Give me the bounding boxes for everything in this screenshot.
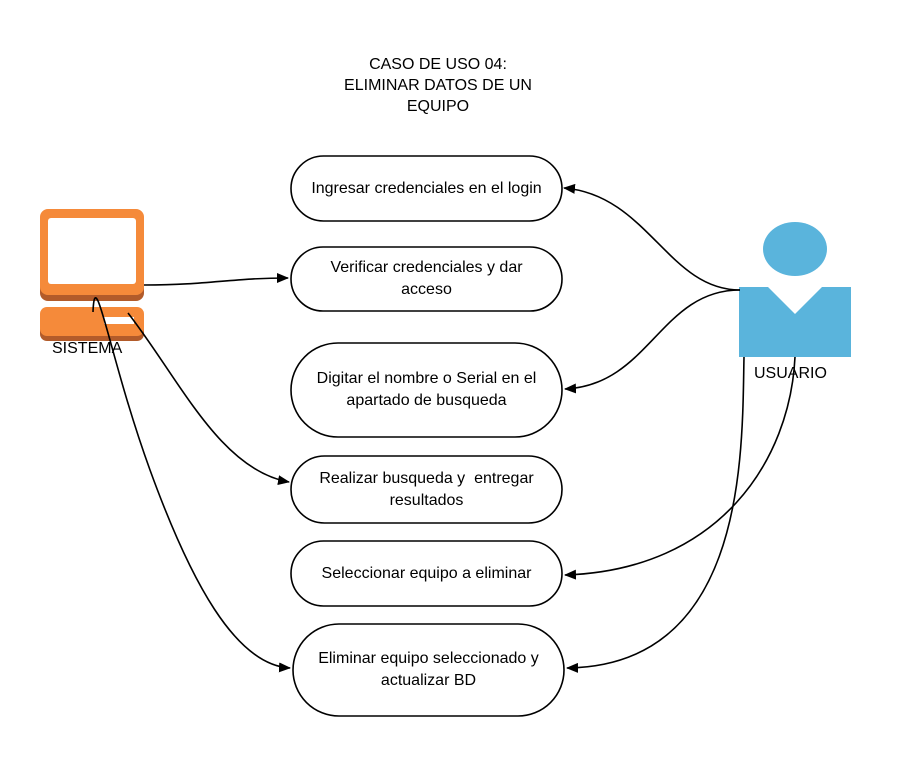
relation-system-delete bbox=[92, 297, 291, 673]
use-case-verify-label: Verificar credenciales y dar acceso bbox=[330, 259, 523, 298]
diagram-title-line-3: EQUIPO bbox=[406, 98, 470, 115]
user-actor-label: USUARIO bbox=[754, 365, 827, 382]
diagram-title-line-2: ELIMINAR DATOS DE UN bbox=[344, 77, 532, 94]
relation-system-verify bbox=[143, 273, 289, 286]
use-case-search-input-label: Digitar el nombre o Serial en el apartad… bbox=[316, 370, 537, 409]
use-case-login-label: Ingresar credenciales en el login bbox=[311, 179, 542, 197]
relation-user-search-input bbox=[564, 289, 741, 394]
use-case-search-result-label: Realizar busqueda y entregar resultados bbox=[319, 469, 539, 509]
relation-system-search-result bbox=[127, 312, 290, 486]
use-case-verify bbox=[290, 246, 563, 312]
relation-user-delete bbox=[566, 356, 745, 673]
use-case-select-label: Seleccionar equipo a eliminar bbox=[321, 564, 532, 582]
system-actor-label: SISTEMA bbox=[52, 340, 123, 357]
use-case-delete-label: Eliminar equipo seleccionado y actualiza… bbox=[318, 650, 539, 689]
use-case-search-result bbox=[290, 455, 563, 524]
use-case-select bbox=[290, 540, 563, 607]
diagram-title-line-1: CASO DE USO 04: bbox=[369, 56, 507, 73]
person-icon bbox=[739, 222, 851, 357]
use-case-search-input bbox=[290, 342, 563, 438]
use-case-delete bbox=[292, 623, 565, 717]
relation-user-select bbox=[564, 356, 796, 580]
use-case-login bbox=[290, 155, 563, 222]
computer-icon bbox=[40, 209, 144, 341]
relation-user-login bbox=[563, 183, 741, 291]
